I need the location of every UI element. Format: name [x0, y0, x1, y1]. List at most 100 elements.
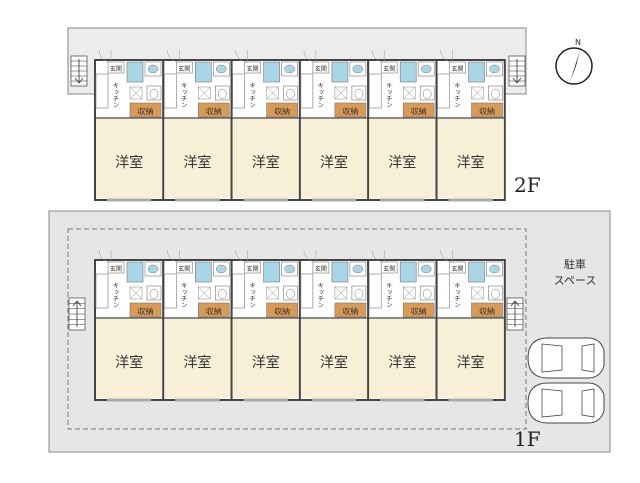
room-label: 洋室: [388, 354, 416, 371]
entrance-label: 玄関: [247, 65, 259, 73]
storage-closet: [129, 302, 162, 318]
western-room: [369, 119, 436, 198]
kitchen-counter: [368, 273, 382, 309]
room-label: 洋室: [183, 154, 211, 171]
western-room: [232, 119, 299, 198]
room-label: 洋室: [252, 354, 280, 371]
entrance-label: 玄関: [110, 265, 122, 273]
entrance-label: 玄関: [247, 265, 259, 273]
western-room: [96, 319, 163, 398]
entrance-label: 玄関: [110, 65, 122, 73]
stair-1f-left: [68, 297, 86, 331]
kitchen-counter: [232, 273, 245, 309]
room-label: 洋室: [115, 154, 143, 171]
bath-fixture: [195, 261, 212, 283]
parking-car-2: [527, 382, 605, 424]
western-room: [232, 319, 299, 398]
storage-label: 収納: [342, 306, 358, 316]
bath-fixture: [195, 61, 212, 83]
kitchen-counter: [164, 273, 177, 309]
western-room: [164, 319, 231, 398]
entrance-label: 玄関: [451, 65, 463, 73]
storage-label: 収納: [206, 106, 222, 116]
entrance-label: 玄関: [383, 65, 395, 73]
kitchen-label: キッチン: [316, 282, 324, 308]
western-room: [437, 319, 504, 398]
kitchen-label: キッチン: [453, 82, 461, 108]
entrance-label: 玄関: [178, 265, 190, 273]
western-room: [164, 119, 231, 198]
storage-closet: [198, 102, 230, 118]
storage-label: 収納: [274, 306, 290, 316]
stair-2f-left: [70, 55, 88, 87]
room-label: 洋室: [457, 354, 485, 371]
kitchen-label: キッチン: [111, 282, 119, 308]
storage-closet: [471, 302, 503, 318]
kitchen-counter: [232, 73, 245, 109]
bath-fixture: [126, 261, 144, 283]
kitchen-counter: [437, 273, 450, 309]
entrance-label: 玄関: [178, 65, 190, 73]
room-label: 洋室: [115, 354, 143, 371]
compass-needle-icon: [570, 50, 580, 82]
room-label: 洋室: [320, 154, 348, 171]
kitchen-counter: [95, 273, 109, 309]
floor-label-2f: 2F: [514, 173, 541, 197]
western-room: [437, 119, 504, 198]
floor-1-corridor-outline: [67, 228, 527, 430]
storage-label: 収納: [138, 306, 154, 316]
storage-closet: [266, 102, 298, 118]
storage-label: 収納: [138, 106, 154, 116]
room-label: 洋室: [252, 154, 280, 171]
storage-label: 収納: [411, 106, 427, 116]
storage-closet: [334, 102, 367, 118]
storage-label: 収納: [479, 106, 495, 116]
western-room: [300, 119, 368, 198]
storage-closet: [198, 302, 230, 318]
storage-label: 収納: [274, 106, 290, 116]
storage-label: 収納: [411, 306, 427, 316]
kitchen-label: キッチン: [384, 82, 392, 108]
compass-n-label: N: [575, 38, 581, 47]
western-room: [96, 119, 163, 198]
room-label: 洋室: [320, 354, 348, 371]
stair-1f-right: [506, 297, 524, 331]
kitchen-label: キッチン: [453, 282, 461, 308]
kitchen-counter: [95, 73, 109, 109]
parking-car-1: [527, 337, 605, 379]
bath-fixture: [126, 61, 144, 83]
room-label: 洋室: [183, 354, 211, 371]
bath-fixture: [468, 261, 485, 283]
storage-closet: [266, 302, 298, 318]
kitchen-label: キッチン: [384, 282, 392, 308]
entrance-label: 玄関: [315, 265, 327, 273]
western-room: [369, 319, 436, 398]
kitchen-label: キッチン: [248, 82, 256, 108]
parking-label-line1: 駐車: [564, 258, 586, 271]
entrance-label: 玄関: [451, 265, 463, 273]
storage-closet: [129, 102, 162, 118]
kitchen-counter: [437, 73, 450, 109]
compass: N: [555, 38, 593, 85]
room-label: 洋室: [457, 154, 485, 171]
western-room: [300, 319, 368, 398]
bath-fixture: [468, 61, 485, 83]
bath-fixture: [263, 61, 280, 83]
kitchen-counter: [368, 73, 382, 109]
storage-closet: [402, 102, 435, 118]
floor-label-1f: 1F: [514, 427, 541, 451]
bath-fixture: [331, 61, 349, 83]
kitchen-label: キッチン: [179, 82, 187, 108]
